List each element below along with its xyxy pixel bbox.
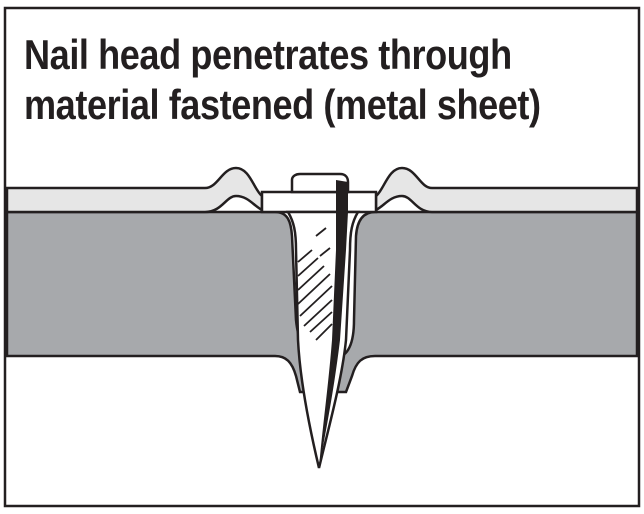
nail-head — [260, 190, 378, 214]
diagram-title: Nail head penetrates through material fa… — [24, 30, 541, 130]
nail-head-cap — [290, 172, 350, 194]
penetration-hatching — [297, 227, 333, 341]
title-line-2: material fastened (metal sheet) — [24, 81, 541, 128]
title-line-1: Nail head penetrates through — [24, 31, 512, 78]
base-material — [5, 210, 639, 394]
nail-shading — [319, 180, 348, 468]
